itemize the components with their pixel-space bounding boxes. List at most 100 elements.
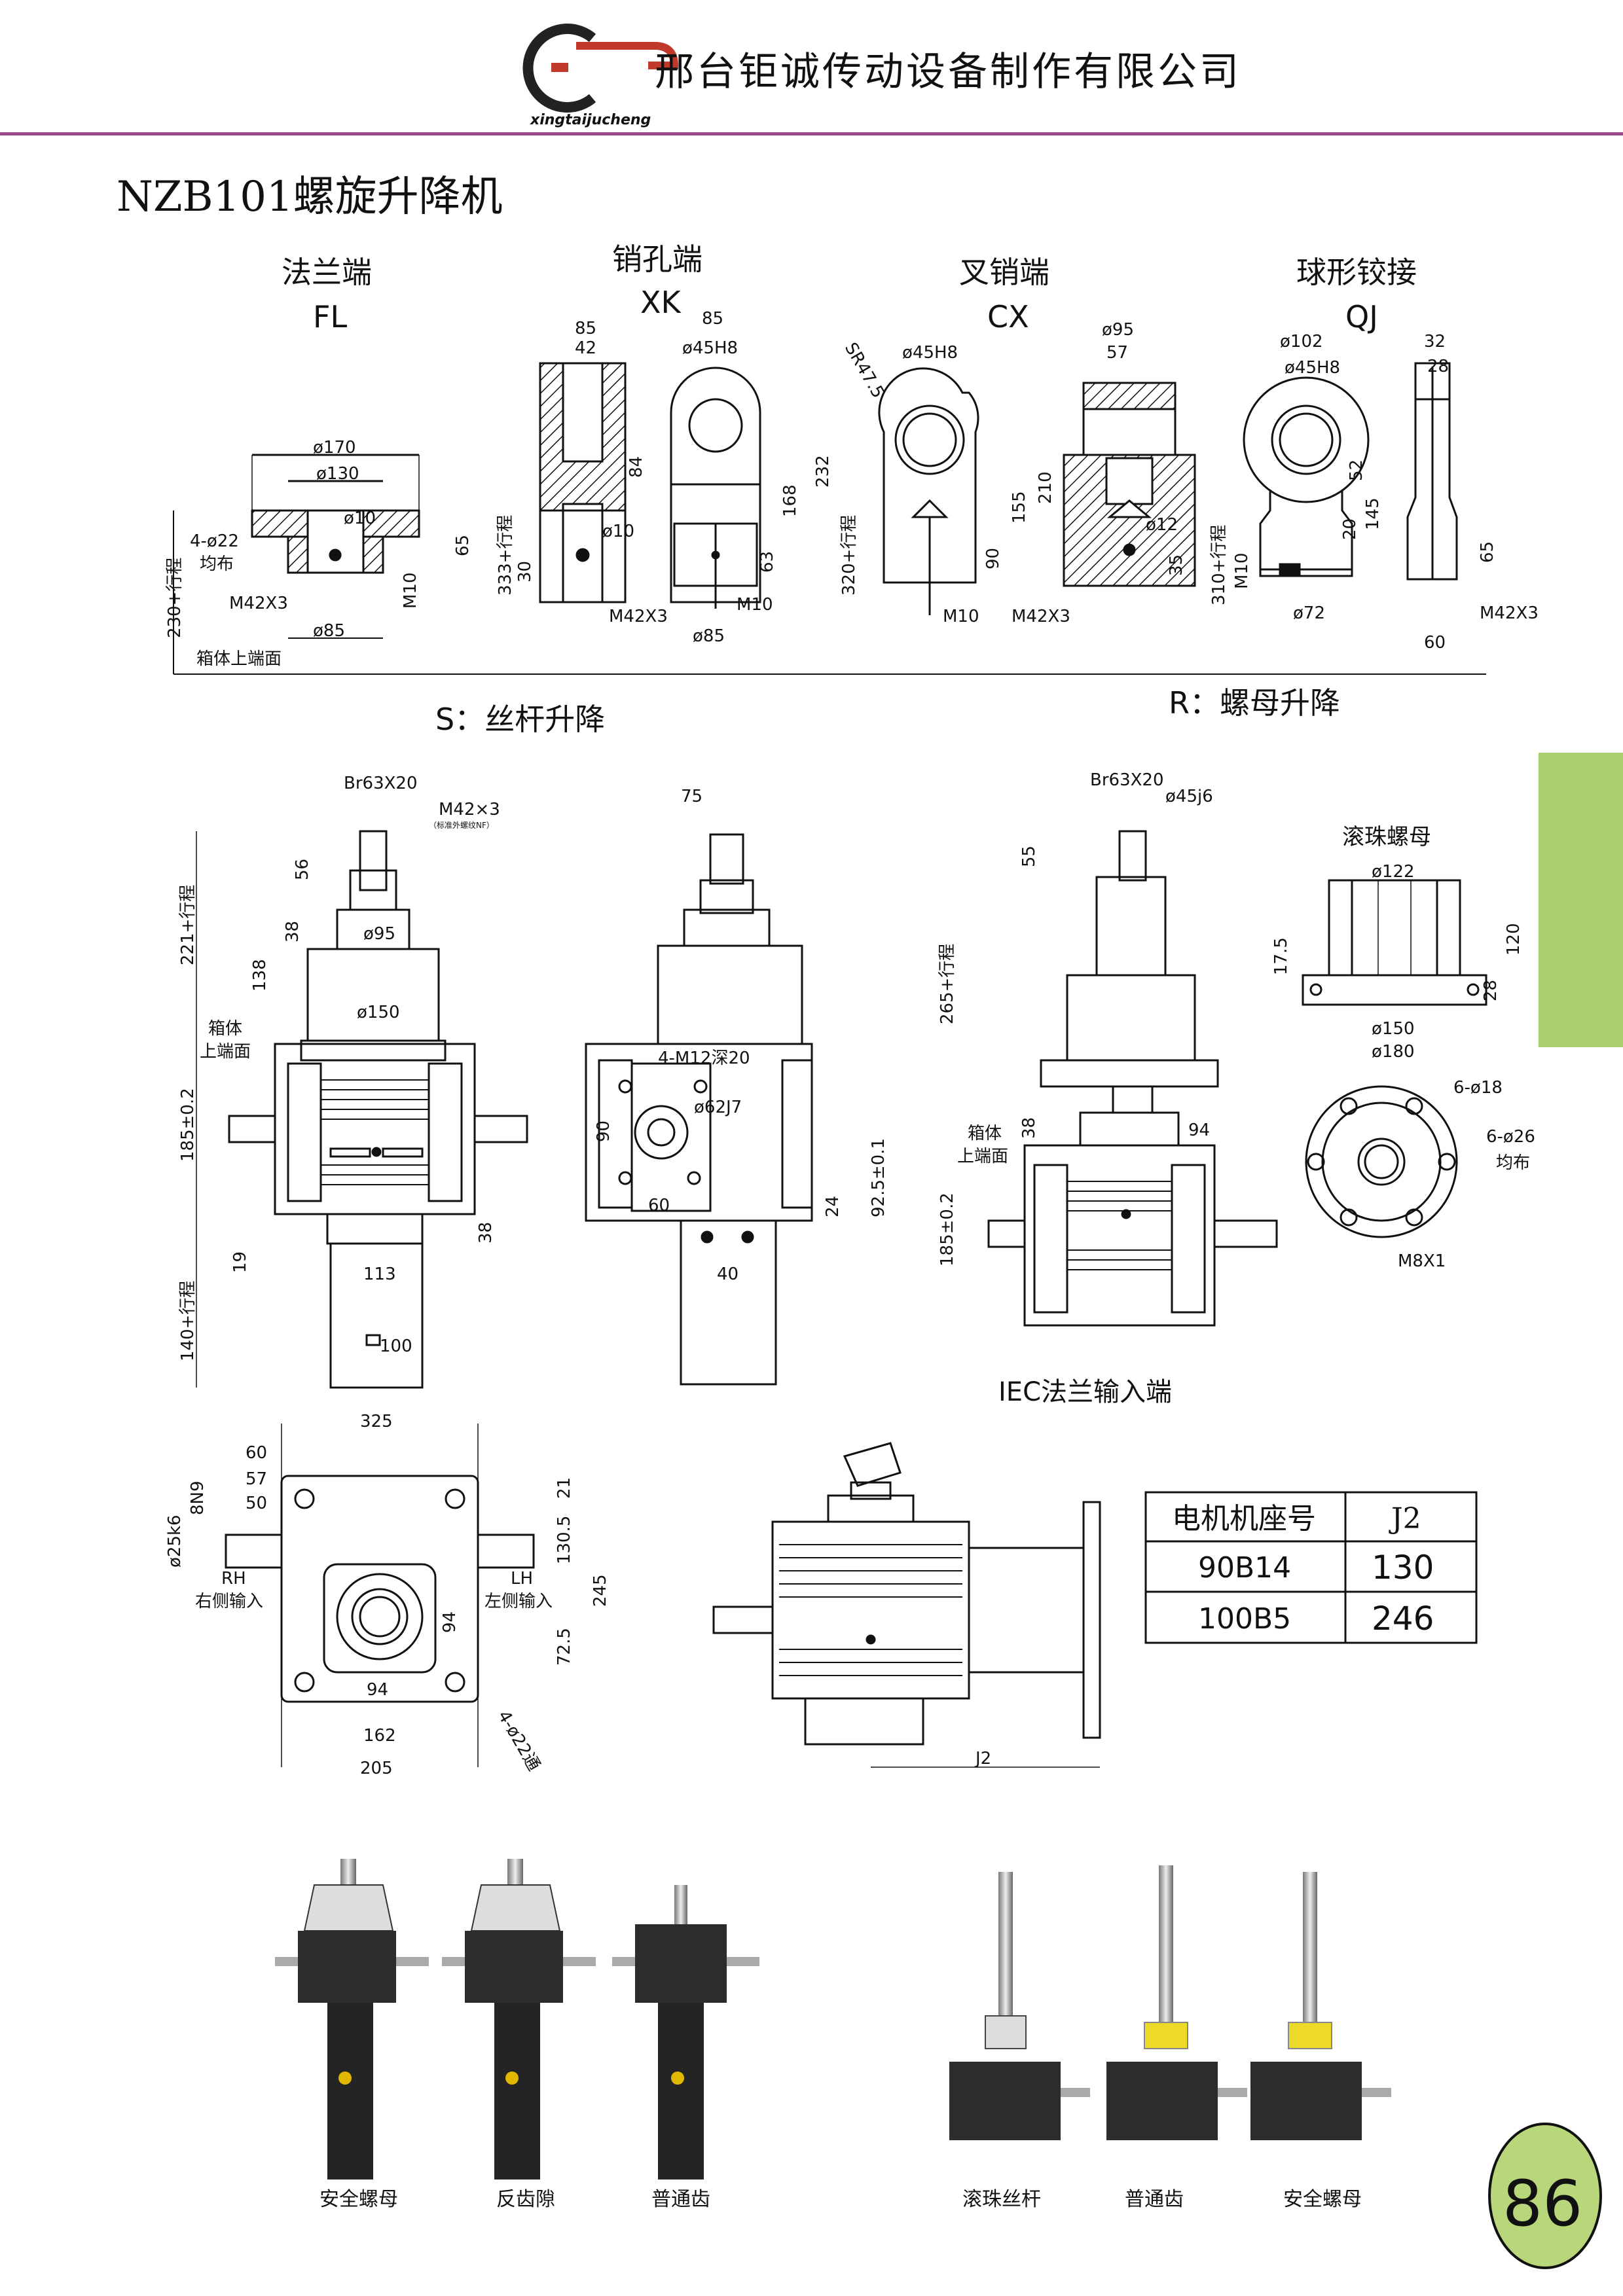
svg-text:上端面: 上端面: [200, 1042, 251, 1062]
svg-text:ø45H8: ø45H8: [682, 338, 738, 358]
photo-caption: 滚珠丝杆: [962, 2188, 1041, 2211]
svg-text:8N9: 8N9: [188, 1480, 208, 1515]
svg-text:230+行程: 230+行程: [165, 558, 185, 638]
svg-text:56: 56: [293, 859, 312, 880]
svg-text:92.5±0.1: 92.5±0.1: [869, 1138, 888, 1217]
table-cell: 246: [1372, 1600, 1434, 1638]
photo-caption: 普通齿: [651, 2188, 710, 2211]
svg-text:28: 28: [1481, 980, 1501, 1001]
photo-caption: 安全螺母: [319, 2188, 398, 2211]
svg-text:ø12: ø12: [1146, 515, 1178, 535]
svg-text:SR47.5: SR47.5: [841, 340, 888, 402]
svg-text:箱体: 箱体: [208, 1019, 242, 1039]
svg-text:72.5: 72.5: [555, 1628, 574, 1666]
svg-text:57: 57: [246, 1469, 267, 1489]
svg-text:185±0.2: 185±0.2: [938, 1193, 957, 1266]
svg-text:94: 94: [440, 1611, 460, 1633]
svg-text:Br63X20: Br63X20: [344, 774, 418, 793]
svg-text:21: 21: [555, 1477, 574, 1499]
section-s-label: S：丝杆升降: [435, 702, 605, 737]
product-photos-left: 安全螺母 反齿隙 普通齿: [275, 1859, 759, 2211]
iec-title: IEC法兰输入端: [998, 1377, 1172, 1407]
s-front-dims: Br63X20 M42×3 （标准外螺纹NF） 56 38 ø95 138 ø1…: [178, 774, 500, 1361]
svg-text:ø180: ø180: [1372, 1042, 1415, 1062]
svg-text:ø45j6: ø45j6: [1165, 787, 1213, 806]
svg-text:60: 60: [246, 1443, 267, 1463]
svg-text:ø45H8: ø45H8: [902, 343, 958, 363]
svg-text:63: 63: [757, 551, 777, 573]
svg-text:333+行程: 333+行程: [496, 515, 515, 596]
svg-text:M42×3: M42×3: [439, 800, 500, 819]
svg-text:94: 94: [1188, 1121, 1210, 1140]
svg-text:85: 85: [575, 319, 596, 338]
svg-text:滚珠螺母: 滚珠螺母: [1342, 824, 1431, 850]
svg-text:ø95: ø95: [1102, 320, 1134, 340]
svg-text:140+行程: 140+行程: [178, 1281, 198, 1361]
svg-text:M10: M10: [1232, 552, 1252, 589]
svg-text:84: 84: [627, 456, 646, 478]
svg-text:325: 325: [360, 1412, 393, 1431]
svg-text:ø170: ø170: [313, 438, 356, 457]
svg-text:M10: M10: [943, 607, 979, 626]
cx-clevis-drawing: [878, 367, 1196, 615]
header-rule: [0, 132, 1623, 135]
product-image: [612, 1885, 759, 2179]
ball-nut-drawing: [1302, 879, 1487, 1238]
svg-text:ø10: ø10: [344, 509, 376, 528]
svg-text:M42X3: M42X3: [609, 607, 668, 626]
svg-text:上端面: 上端面: [957, 1147, 1008, 1166]
svg-text:40: 40: [717, 1265, 739, 1284]
end-cx-cn: 叉销端: [959, 255, 1049, 290]
svg-text:ø122: ø122: [1372, 862, 1415, 882]
svg-text:ø150: ø150: [357, 1003, 400, 1022]
svg-text:42: 42: [575, 338, 596, 358]
svg-text:162: 162: [363, 1726, 396, 1746]
svg-text:ø102: ø102: [1280, 332, 1323, 351]
svg-text:55: 55: [1019, 846, 1039, 867]
svg-text:ø62J7: ø62J7: [694, 1098, 742, 1117]
iec-flange-view: [712, 1442, 1101, 1768]
end-fl-code: FL: [313, 299, 347, 334]
table-header-frame: 电机机座号: [1172, 1502, 1316, 1535]
svg-text:M42X3: M42X3: [1480, 603, 1539, 623]
page-number-badge: 86: [1488, 2123, 1602, 2269]
svg-text:ø85: ø85: [693, 626, 725, 646]
section-r-label: R：螺母升降: [1169, 685, 1340, 721]
xk-dims: 85 42 85 ø45H8 84 232 168 63 30 ø10 M42X…: [496, 309, 833, 646]
svg-text:24: 24: [823, 1196, 843, 1217]
table-header-j2: J2: [1389, 1502, 1421, 1535]
svg-text:M42X3: M42X3: [1012, 607, 1070, 626]
svg-text:箱体上端面: 箱体上端面: [196, 649, 282, 669]
svg-text:320+行程: 320+行程: [839, 515, 859, 596]
svg-text:17.5: 17.5: [1271, 937, 1291, 975]
end-type-titles: 法兰端 FL 销孔端 XK 叉销端 CX 球形铰接 QJ: [282, 242, 1417, 334]
svg-text:168: 168: [780, 484, 800, 517]
svg-text:6-ø18: 6-ø18: [1453, 1078, 1503, 1098]
end-qj-code: QJ: [1345, 299, 1378, 334]
svg-text:310+行程: 310+行程: [1209, 525, 1229, 605]
end-xk-cn: 销孔端: [612, 242, 702, 277]
product-image: [1250, 1872, 1391, 2140]
svg-text:90: 90: [594, 1121, 613, 1142]
fl-dims: ø170 ø130 ø10 4-ø22 均布 ø85 M42X3 M10 65 …: [165, 438, 473, 669]
table-cell: 100B5: [1198, 1602, 1291, 1636]
svg-text:65: 65: [453, 535, 473, 556]
fl-flange-drawing: [173, 454, 1486, 675]
svg-text:210: 210: [1036, 471, 1055, 504]
svg-text:ø150: ø150: [1372, 1019, 1415, 1039]
svg-text:130.5: 130.5: [555, 1516, 574, 1564]
qj-dims: ø102 ø45H8 32 28 52 145 20 65 ø72 M10 M4…: [1209, 332, 1539, 653]
svg-text:138: 138: [250, 959, 270, 992]
svg-text:52: 52: [1347, 459, 1366, 481]
svg-text:94: 94: [367, 1680, 388, 1700]
svg-text:232: 232: [813, 455, 833, 488]
product-image: [442, 1859, 596, 2179]
end-fl-cn: 法兰端: [282, 255, 372, 290]
svg-text:60: 60: [648, 1196, 670, 1215]
svg-text:221+行程: 221+行程: [178, 885, 198, 965]
end-qj-cn: 球形铰接: [1296, 255, 1417, 290]
svg-text:38: 38: [476, 1222, 496, 1244]
product-image: [1106, 1865, 1247, 2140]
photo-caption: 反齿隙: [496, 2188, 555, 2211]
